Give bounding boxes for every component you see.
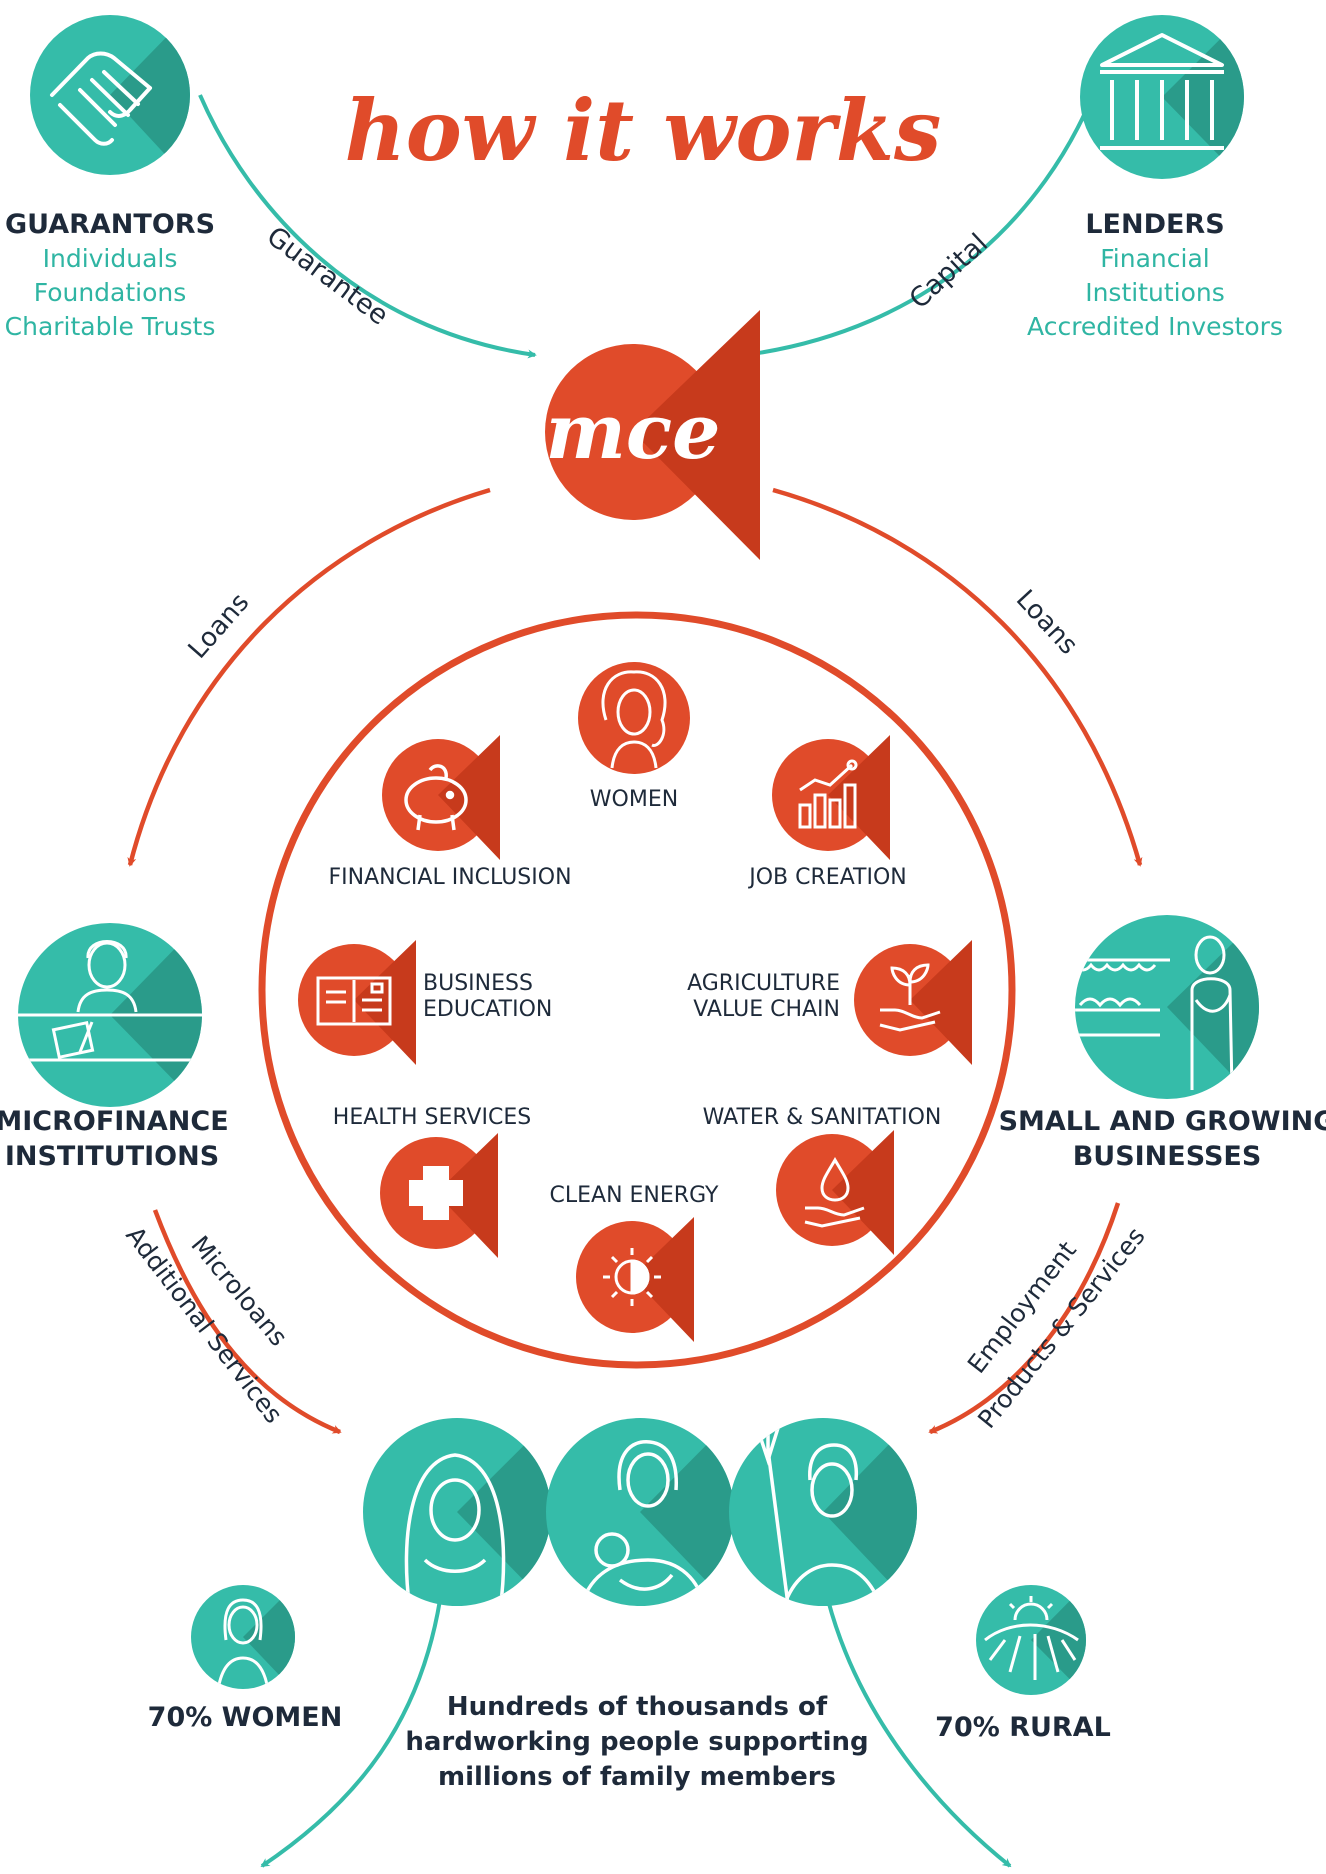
mce-center-node xyxy=(545,310,760,560)
impact-agriculture-value-chain xyxy=(854,940,972,1065)
bottom-left-arrow xyxy=(260,1599,442,1868)
microfinance-node xyxy=(18,923,202,1107)
small-business-label-1: SMALL AND GROWING xyxy=(999,1106,1326,1137)
person-mother-child xyxy=(546,1418,734,1606)
impact-business-education-label-2: EDUCATION xyxy=(423,997,552,1022)
bottom-description-line-2: hardworking people supporting xyxy=(405,1727,868,1757)
impact-water-sanitation xyxy=(776,1130,894,1255)
impact-clean-energy-label: CLEAN ENERGY xyxy=(550,1183,720,1208)
mce-center-label: mce xyxy=(545,387,720,476)
water-drop-in-hand-icon xyxy=(804,1157,865,1228)
mother-with-child-icon xyxy=(578,1440,707,1606)
guarantors-item-individuals: Individuals xyxy=(43,244,178,273)
lenders-item-financial: Financial xyxy=(1100,244,1209,273)
market-vendor-icon xyxy=(1075,935,1234,1091)
capital-arrow xyxy=(743,89,1097,359)
small-business-node xyxy=(1075,915,1259,1099)
piggy-bank-icon xyxy=(404,764,468,831)
guarantors-item-foundations: Foundations xyxy=(34,278,187,307)
impact-clean-energy xyxy=(576,1217,694,1342)
loans-right-arrow xyxy=(772,487,1143,867)
guarantors-item-charitable-trusts: Charitable Trusts xyxy=(5,312,216,341)
lenders-item-accredited-investors: Accredited Investors xyxy=(1027,312,1283,341)
rural-stat-node xyxy=(976,1585,1086,1695)
guarantors-heading: GUARANTORS xyxy=(5,209,215,240)
impact-agriculture-label-1: AGRICULTURE xyxy=(687,971,840,996)
rural-stat-label: 70% RURAL xyxy=(935,1712,1111,1743)
employment-arrow xyxy=(928,1202,1121,1435)
women-stat-label: 70% WOMEN xyxy=(148,1702,343,1733)
woman-curly-hair-icon xyxy=(601,670,667,769)
person-farmer xyxy=(729,1418,917,1606)
lenders-heading: LENDERS xyxy=(1085,209,1224,240)
impact-job-creation-label: JOB CREATION xyxy=(747,865,906,890)
sun-icon xyxy=(603,1248,661,1306)
lenders-item-institutions: Institutions xyxy=(1085,278,1225,307)
women-stat-node xyxy=(191,1585,295,1689)
impact-job-creation xyxy=(772,735,890,860)
impact-ring xyxy=(258,611,1016,1369)
guarantees-arrow xyxy=(198,94,537,359)
medical-cross-icon xyxy=(409,1166,463,1220)
bottom-description-line-1: Hundreds of thousands of xyxy=(447,1692,828,1722)
woman-icon xyxy=(216,1598,270,1689)
microfinance-label-2: INSTITUTIONS xyxy=(5,1141,219,1172)
banker-at-desk-icon xyxy=(18,940,202,1062)
loans-right-label: Loans xyxy=(1010,584,1084,660)
postcard-icon xyxy=(316,976,392,1026)
impact-financial-inclusion xyxy=(382,735,500,860)
impact-health-services-label: HEALTH SERVICES xyxy=(333,1105,531,1130)
handshake-icon xyxy=(50,51,152,146)
woman-headscarf-icon xyxy=(404,1453,506,1606)
loans-left-arrow xyxy=(127,487,491,867)
lenders-node xyxy=(1080,15,1244,179)
loans-left-label: Loans xyxy=(183,588,256,665)
plant-in-hand-icon xyxy=(879,963,941,1032)
impact-business-education xyxy=(298,940,416,1065)
impact-women-label: WOMEN xyxy=(590,787,678,812)
impact-financial-inclusion-label: FINANCIAL INCLUSION xyxy=(328,865,571,890)
bank-building-icon xyxy=(1100,33,1224,150)
bottom-right-arrow xyxy=(826,1599,1012,1868)
impact-business-education-label-1: BUSINESS xyxy=(423,971,533,996)
impact-health-services xyxy=(380,1133,498,1258)
bottom-description-line-3: millions of family members xyxy=(438,1762,836,1792)
page-title: how it works xyxy=(345,81,942,180)
guarantors-node xyxy=(30,15,190,175)
rural-field-sun-icon xyxy=(984,1596,1079,1680)
microfinance-label-1: MICROFINANCE xyxy=(0,1106,229,1137)
bar-chart-growth-icon xyxy=(798,759,858,829)
small-business-label-2: BUSINESSES xyxy=(1073,1141,1262,1172)
people-group xyxy=(363,1418,917,1606)
impact-water-sanitation-label: WATER & SANITATION xyxy=(703,1105,942,1130)
capital-flow-label: Capital xyxy=(904,228,994,315)
impact-agriculture-label-2: VALUE CHAIN xyxy=(693,997,840,1022)
impact-women xyxy=(578,662,690,774)
microloans-arrow xyxy=(152,1209,342,1435)
person-headscarf xyxy=(363,1418,551,1606)
